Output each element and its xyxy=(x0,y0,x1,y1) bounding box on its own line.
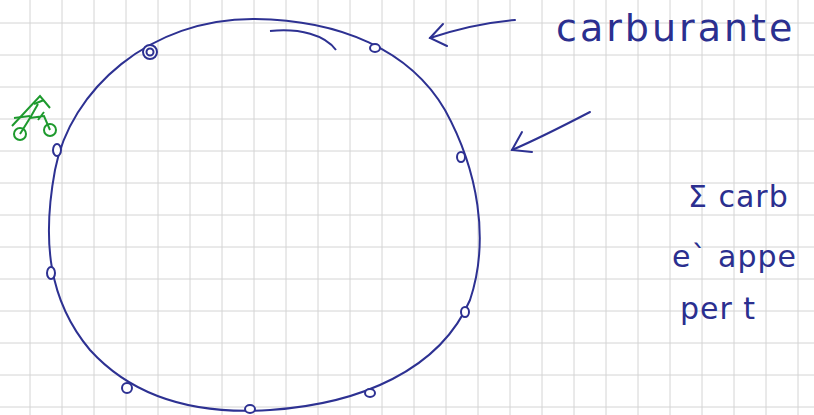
grid-line xyxy=(382,0,383,415)
grid-line xyxy=(574,0,575,415)
arrow-head xyxy=(512,132,532,152)
grid-line xyxy=(0,55,814,56)
grid-line xyxy=(254,0,255,415)
grid-line xyxy=(158,0,159,415)
grid-line xyxy=(0,215,814,216)
pointer-arrow xyxy=(512,112,590,150)
note-text: Σ carb xyxy=(688,180,789,213)
grid-line xyxy=(190,0,191,415)
station-dot xyxy=(147,49,154,56)
grid-line xyxy=(0,343,814,344)
arrow-head xyxy=(430,24,447,46)
grid-line xyxy=(0,279,814,280)
grid-line xyxy=(286,0,287,415)
grid-line xyxy=(638,0,639,415)
station-dot xyxy=(457,152,465,162)
grid-line xyxy=(0,87,814,88)
station-dot xyxy=(461,307,469,317)
fuel-label: carburante xyxy=(556,8,795,50)
stations xyxy=(47,44,469,413)
grid-line xyxy=(798,0,799,415)
grid-line xyxy=(606,0,607,415)
ring-route xyxy=(49,19,480,411)
note-text: per t xyxy=(680,292,756,325)
grid-line xyxy=(446,0,447,415)
grid-line xyxy=(222,0,223,415)
grid-line xyxy=(542,0,543,415)
grid-line xyxy=(30,0,31,415)
station-dot xyxy=(122,383,132,393)
station-dot xyxy=(53,144,61,156)
station-dot xyxy=(47,267,55,279)
station-dot xyxy=(143,45,157,59)
grid-line xyxy=(510,0,511,415)
station-dot xyxy=(370,44,380,52)
motorbike-icon xyxy=(12,96,56,140)
grid-line xyxy=(350,0,351,415)
pointer-arrow xyxy=(430,20,515,38)
bike-rider xyxy=(12,96,50,126)
stroke-overlap xyxy=(270,30,336,50)
grid-line xyxy=(318,0,319,415)
grid-line xyxy=(414,0,415,415)
grid-line xyxy=(126,0,127,415)
grid-line xyxy=(0,151,814,152)
grid-line xyxy=(62,0,63,415)
grid-line xyxy=(0,375,814,376)
note-text: e` appe xyxy=(672,240,797,273)
station-dot xyxy=(245,405,255,413)
grid-line xyxy=(670,0,671,415)
grid-line xyxy=(0,119,814,120)
station-dot xyxy=(365,389,375,397)
grid-line xyxy=(0,407,814,408)
